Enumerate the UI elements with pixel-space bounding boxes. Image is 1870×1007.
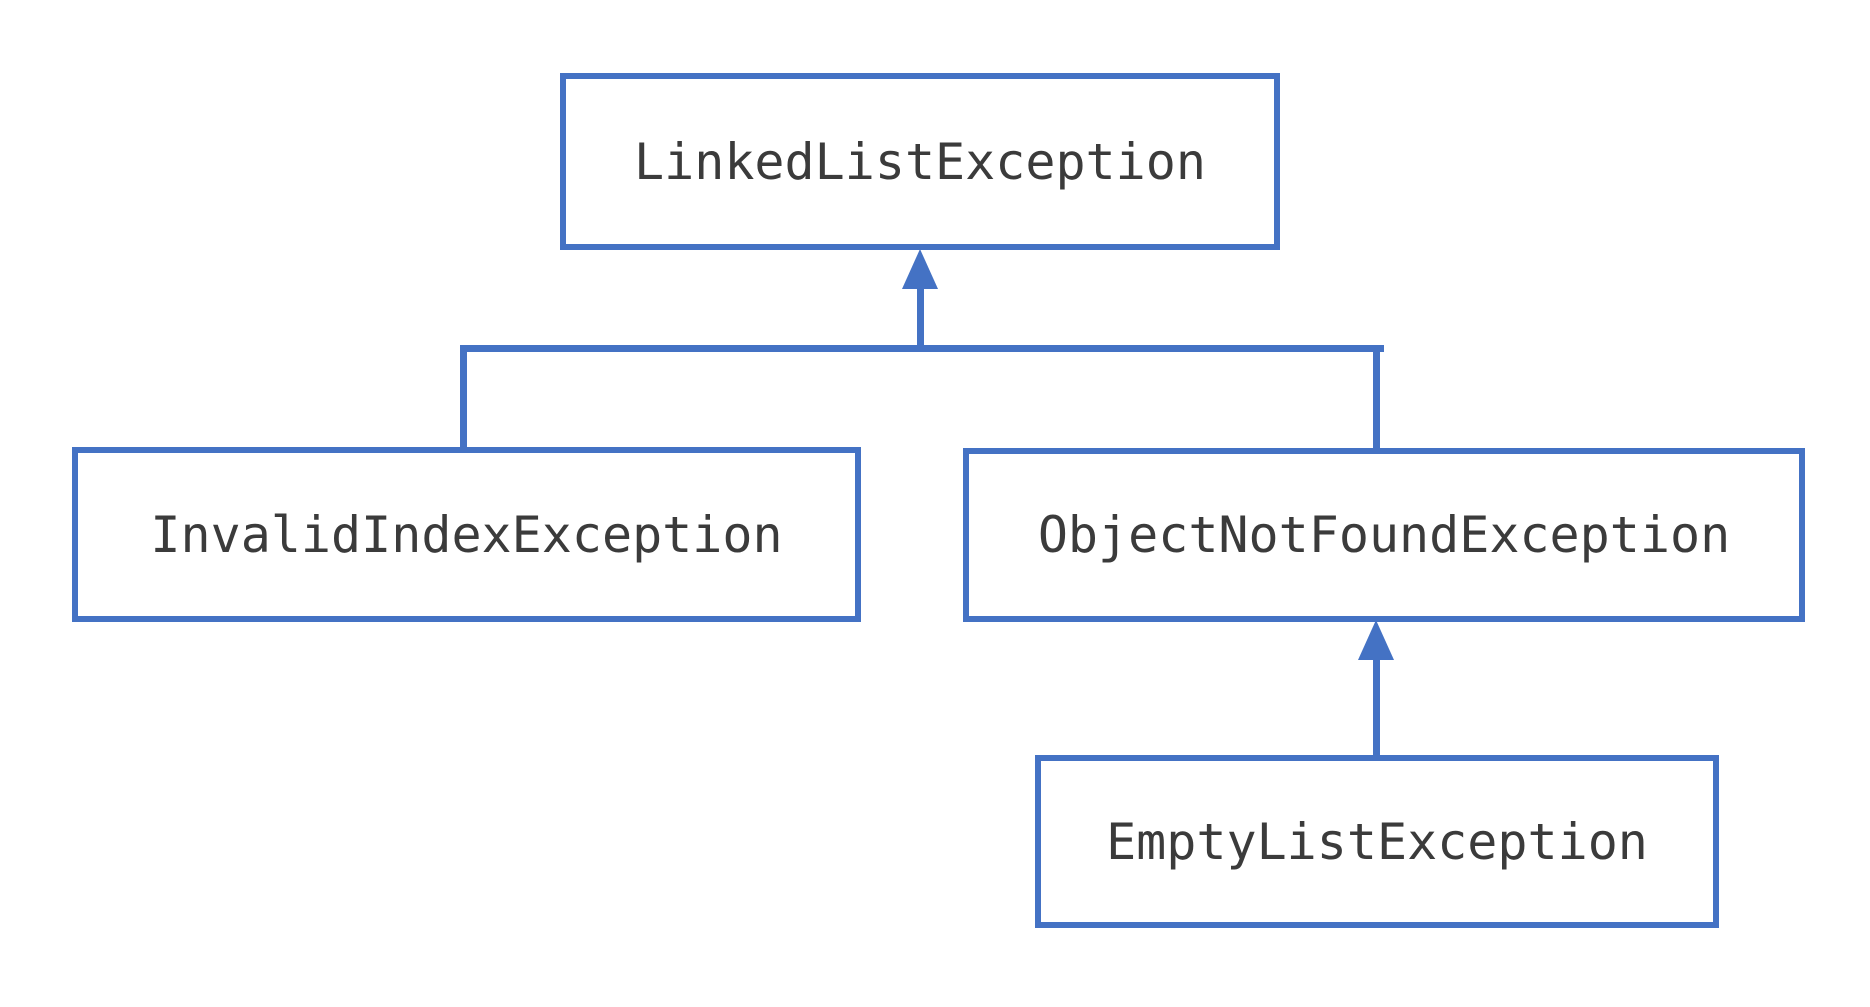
node-object-not-found-exception: ObjectNotFoundException [963, 448, 1805, 622]
node-linked-list-exception-label: LinkedListException [634, 132, 1206, 191]
node-empty-list-exception-label: EmptyListException [1106, 812, 1648, 871]
arrow-stem-to-linked-list-exception [917, 286, 924, 352]
connector-drop-invalid-index [460, 345, 467, 447]
node-invalid-index-exception-label: InvalidIndexException [150, 505, 783, 564]
node-linked-list-exception: LinkedListException [560, 73, 1280, 250]
node-object-not-found-exception-label: ObjectNotFoundException [1037, 506, 1731, 564]
up-arrowhead-icon [1358, 620, 1394, 660]
connector-drop-object-not-found [1373, 345, 1380, 448]
arrow-stem-to-object-not-found [1373, 656, 1380, 755]
node-invalid-index-exception: InvalidIndexException [72, 447, 861, 622]
up-arrowhead-icon [902, 249, 938, 289]
node-empty-list-exception: EmptyListException [1035, 755, 1719, 928]
